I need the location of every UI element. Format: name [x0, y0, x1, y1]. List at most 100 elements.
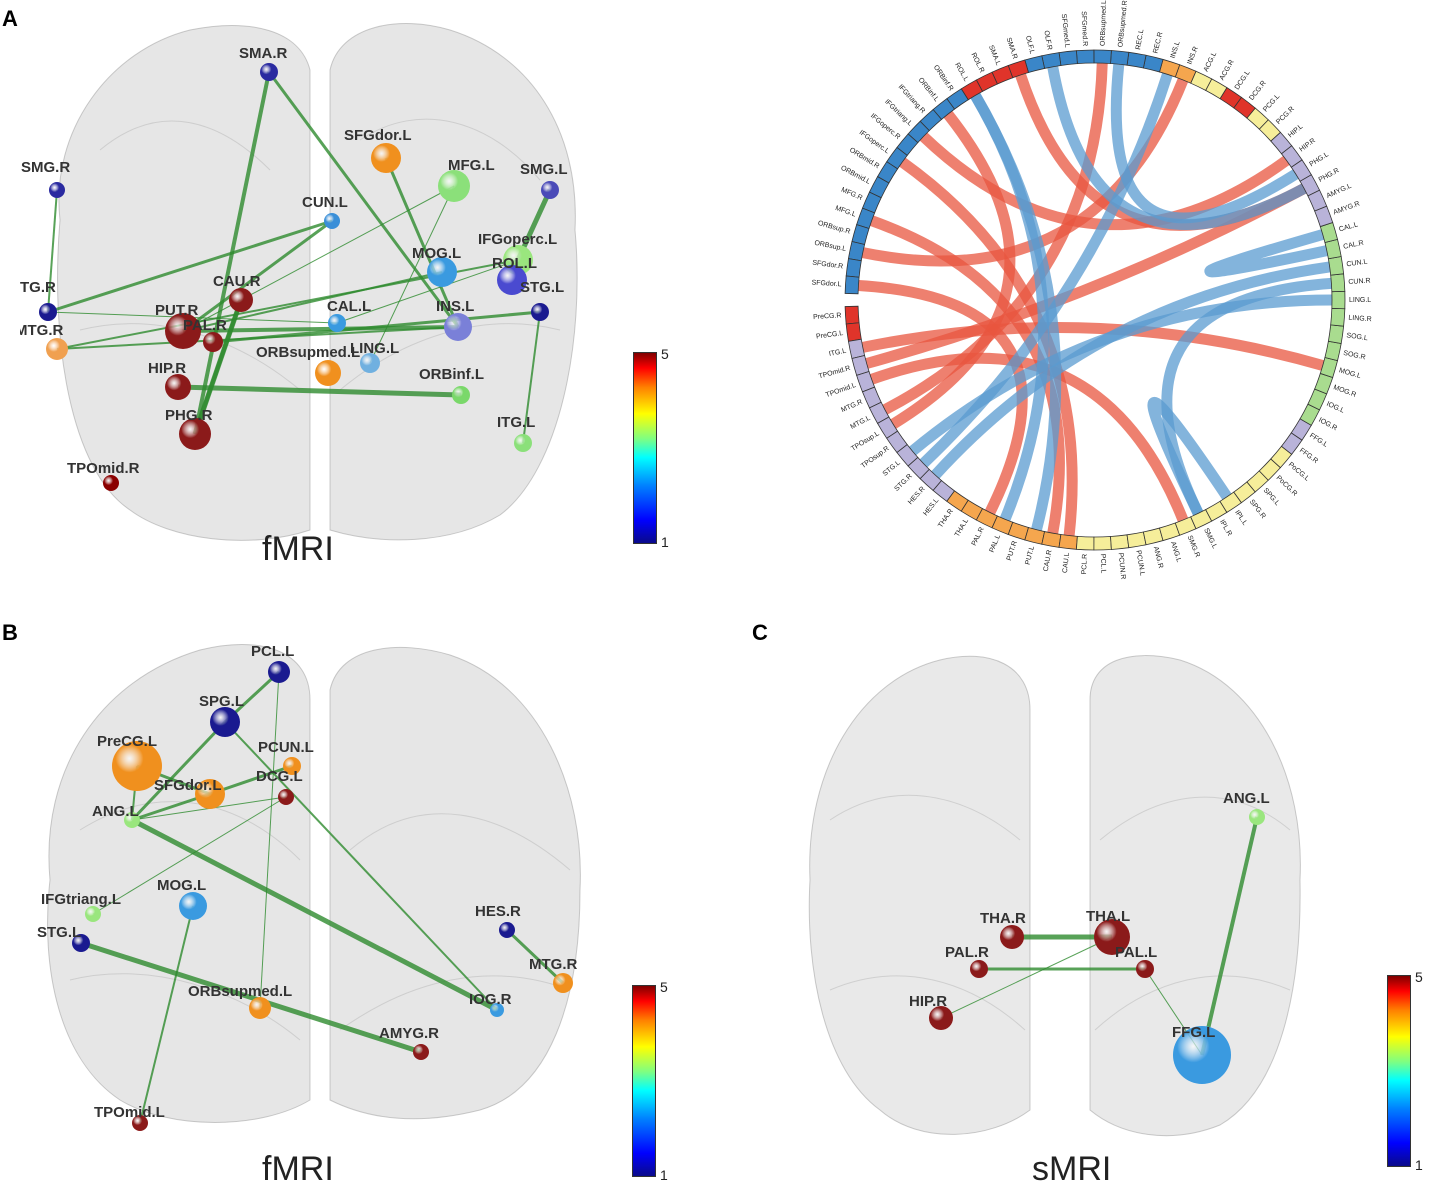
chord-label: HIP.R — [1298, 137, 1316, 153]
node-label-a-stg-l: STG.L — [520, 279, 564, 296]
modality-label-c: sMRI — [1032, 1150, 1112, 1188]
chord-label: MTG.L — [849, 415, 871, 431]
chord-label: AMYG.R — [1333, 200, 1361, 216]
colorbar-min-a: 1 — [661, 534, 669, 550]
node-label-b-tpomid-l: TPOmid.L — [94, 1104, 165, 1121]
node-label-b-precg-l: PreCG.L — [97, 733, 157, 750]
node-a-cal-l — [328, 314, 346, 332]
chord-label: ORBsup.R — [817, 220, 851, 236]
chord-label: SFGmed.R — [1080, 11, 1088, 46]
chord-label: DCG.R — [1248, 80, 1267, 102]
node-c-ffg-l — [1173, 1026, 1231, 1084]
chord-label: MOG.L — [1338, 367, 1362, 380]
chord-segment — [844, 275, 860, 295]
chord-segment — [1075, 49, 1095, 65]
node-b-spg-l — [210, 707, 240, 737]
chord-label: ORBsup.L — [814, 240, 847, 253]
chord-label: CAL.L — [1338, 221, 1359, 233]
node-a-smg-r — [49, 182, 65, 198]
node-b-precg-l — [112, 741, 162, 791]
chord-label: ROL.R — [969, 52, 985, 74]
node-label-b-pcun-l: PCUN.L — [258, 739, 314, 756]
chord-label: AMYG.L — [1326, 183, 1353, 200]
chord-ribbon-18 — [1110, 63, 1299, 224]
chord-ribbon-1 — [861, 322, 1325, 371]
node-label-a-smg-l: SMG.L — [520, 161, 568, 178]
node-b-sfgdor-l — [195, 779, 225, 809]
chord-label: ROL.L — [953, 62, 969, 83]
modality-label-b: fMRI — [262, 1150, 334, 1188]
edge-c-3 — [940, 936, 1113, 1019]
node-label-a-pal-r: PAL.R — [183, 317, 227, 334]
chord-label: PCL.L — [1099, 554, 1107, 574]
colorbar-max-a: 5 — [661, 346, 669, 362]
node-b-hes-r — [499, 922, 515, 938]
colorbar-c: 5 1 — [1387, 969, 1427, 1175]
node-label-a-orbinf-l: ORBinf.L — [419, 366, 484, 383]
node-label-a-mog-l: MOG.L — [412, 245, 461, 262]
chord-label: IPL.R — [1218, 519, 1233, 538]
node-label-a-stg-r: STG.R — [20, 279, 56, 296]
node-b-iog-r — [490, 1003, 504, 1017]
colorbar-b: 5 1 — [632, 979, 672, 1185]
node-a-orbinf-l — [452, 386, 470, 404]
node-label-a-sma-r: SMA.R — [239, 45, 288, 62]
edge-c-2 — [1200, 816, 1259, 1056]
node-label-a-mfg-l: MFG.L — [448, 157, 495, 174]
chord-label: ORBmid.L — [839, 165, 871, 186]
edge-a-1 — [267, 71, 460, 328]
chord-label: STG.L — [882, 459, 902, 477]
chord-segment — [1110, 50, 1130, 66]
chord-label: PAL.R — [971, 526, 986, 547]
chord-label: ORBmid.R — [848, 147, 880, 170]
edge-a-10 — [384, 157, 460, 328]
edge-b-7 — [130, 817, 499, 1013]
chord-segment — [1324, 340, 1342, 362]
node-b-ifgtriang-l — [85, 906, 101, 922]
chord-label: ANG.L — [1169, 541, 1182, 563]
panel-letter-c: C — [752, 620, 768, 645]
chord-label: IOG.R — [1317, 417, 1338, 433]
chord-label: FFG.L — [1308, 432, 1329, 449]
chord-label: CUN.R — [1348, 278, 1371, 287]
node-label-a-ins-l: INS.L — [436, 298, 474, 315]
node-label-a-cun-l: CUN.L — [302, 194, 348, 211]
chord-ribbon-6 — [890, 110, 1016, 429]
node-label-b-spg-l: SPG.L — [199, 693, 244, 710]
chord-label: CAU.R — [1043, 549, 1054, 572]
node-label-b-ang-l: ANG.L — [92, 803, 139, 820]
chord-label: SPG.R — [1248, 499, 1267, 521]
node-a-smg-l — [541, 181, 559, 199]
node-label-a-rol-l: ROL.L — [492, 255, 537, 272]
chord-segment — [844, 305, 860, 325]
chord-segment — [1058, 50, 1078, 66]
node-label-a-smg-r: SMG.R — [21, 159, 70, 176]
chord-label: PCG.R — [1275, 105, 1296, 125]
chord-label: ORBinf.L — [917, 77, 940, 104]
chord-label: SOG.R — [1343, 350, 1367, 362]
chord-label: PreCG.R — [813, 312, 842, 321]
edge-b-12 — [505, 928, 565, 985]
edge-b-3 — [224, 721, 498, 1011]
chord-ribbon-20 — [1161, 277, 1332, 516]
chord-diagram-a: PreCG.RPreCG.LITG.LTPOmid.RTPOmid.LMTG.R… — [811, 0, 1372, 580]
chord-label: PCUN.R — [1117, 552, 1127, 579]
node-label-c-tha-l: THA.L — [1086, 908, 1130, 925]
chord-label: SOG.L — [1346, 332, 1368, 342]
node-b-pcl-l — [268, 661, 290, 683]
node-c-pal-l — [1136, 960, 1154, 978]
chord-label: IPL.L — [1233, 509, 1248, 527]
chord-label: PCG.L — [1262, 93, 1281, 113]
chord-label: ORBsupmed.L — [1100, 0, 1108, 46]
chord-label: THA.L — [954, 518, 970, 539]
node-label-a-tpomid-r: TPOmid.R — [67, 460, 140, 477]
node-label-b-pcl-l: PCL.L — [251, 643, 294, 660]
chord-segment — [1327, 324, 1345, 344]
node-a-ins-l — [444, 313, 472, 341]
chord-label: ORBsupmed.R — [1117, 0, 1129, 48]
node-b-pcun-l — [283, 757, 301, 775]
chord-label: TPOmid.L — [825, 382, 857, 399]
chord-label: PAL.L — [989, 534, 1003, 554]
